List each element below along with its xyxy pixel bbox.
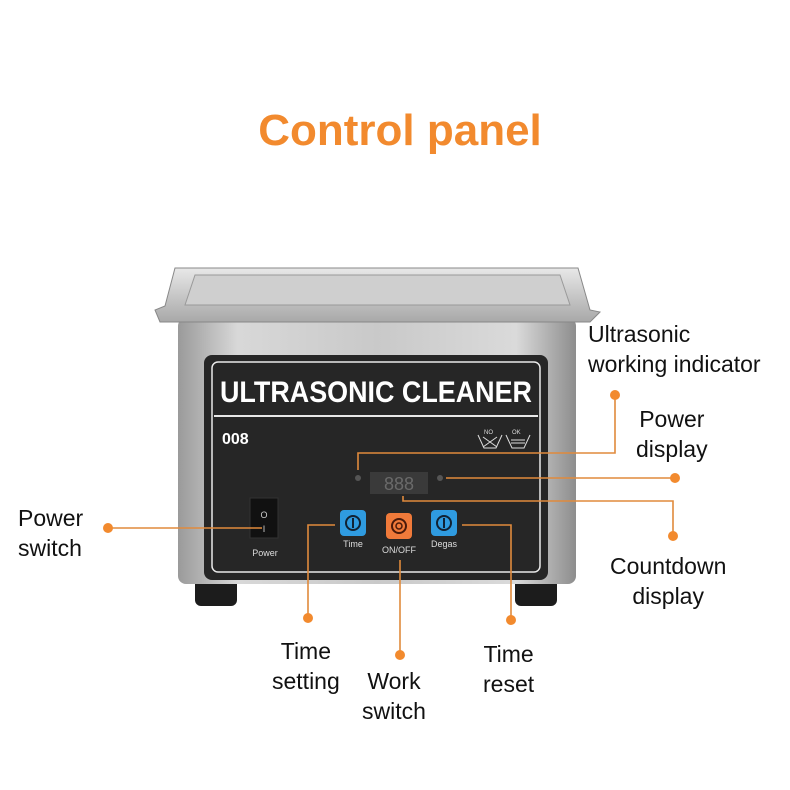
- ultrasonic-indicator-led: [355, 475, 361, 481]
- wash-icons: NO OK: [477, 430, 531, 449]
- power-switch-label: Power: [252, 548, 278, 558]
- countdown-display: [370, 472, 428, 494]
- svg-text:O: O: [260, 510, 267, 520]
- svg-text:ON/OFF: ON/OFF: [382, 545, 416, 555]
- model-number: 008: [222, 431, 249, 448]
- svg-text:NO: NO: [484, 430, 493, 436]
- brand-text: ULTRASONIC CLEANER: [220, 376, 532, 409]
- degas-button[interactable]: Degas: [431, 510, 458, 549]
- power-switch[interactable]: [249, 497, 279, 539]
- svg-text:I: I: [263, 524, 266, 534]
- control-panel: [204, 355, 548, 580]
- svg-text:Time: Time: [343, 539, 363, 549]
- callout-lines: [108, 395, 675, 655]
- svg-text:Degas: Degas: [431, 539, 458, 549]
- page-title: Control panel: [258, 106, 542, 155]
- power-indicator-led: [437, 475, 443, 481]
- svg-text:888: 888: [384, 474, 414, 494]
- on-off-button[interactable]: ON/OFF: [382, 513, 416, 555]
- callout-dots: [103, 390, 680, 660]
- time-button[interactable]: Time: [340, 510, 366, 549]
- svg-text:OK: OK: [512, 430, 521, 436]
